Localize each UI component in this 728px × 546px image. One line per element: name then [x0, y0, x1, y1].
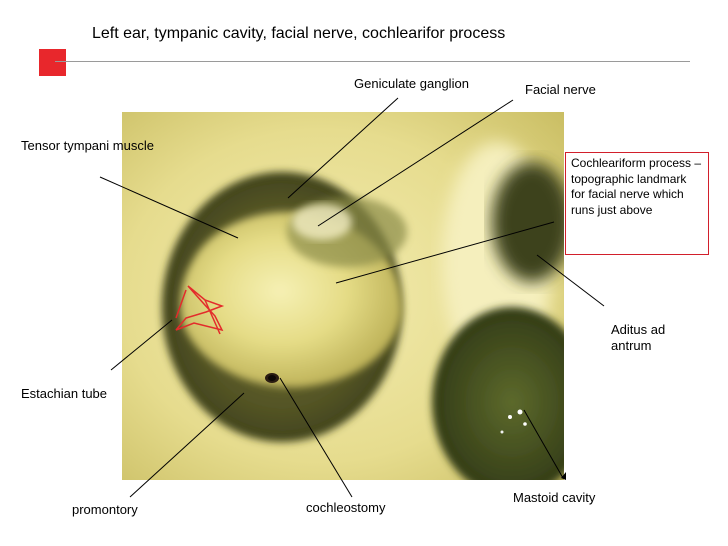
label-geniculate-ganglion: Geniculate ganglion	[354, 76, 469, 91]
cochleariform-callout: Cochleariform process – topographic land…	[565, 152, 709, 255]
photo-graphic	[122, 112, 564, 480]
label-facial-nerve: Facial nerve	[525, 82, 596, 97]
label-cochleostomy: cochleostomy	[306, 500, 386, 515]
label-estachian-tube: Estachian tube	[21, 386, 108, 401]
label-tensor-tympani: Tensor tympani muscle	[21, 138, 154, 153]
accent-square	[39, 49, 66, 76]
label-promontory: promontory	[72, 502, 138, 517]
slide-title: Left ear, tympanic cavity, facial nerve,…	[92, 25, 506, 42]
label-cochleariform: Cochleariform process – topographic land…	[571, 156, 702, 217]
title-rule	[55, 61, 690, 62]
label-aditus: Aditus ad antrum	[611, 322, 666, 353]
surgical-photo	[122, 112, 564, 480]
label-mastoid-cavity: Mastoid cavity	[513, 490, 596, 505]
